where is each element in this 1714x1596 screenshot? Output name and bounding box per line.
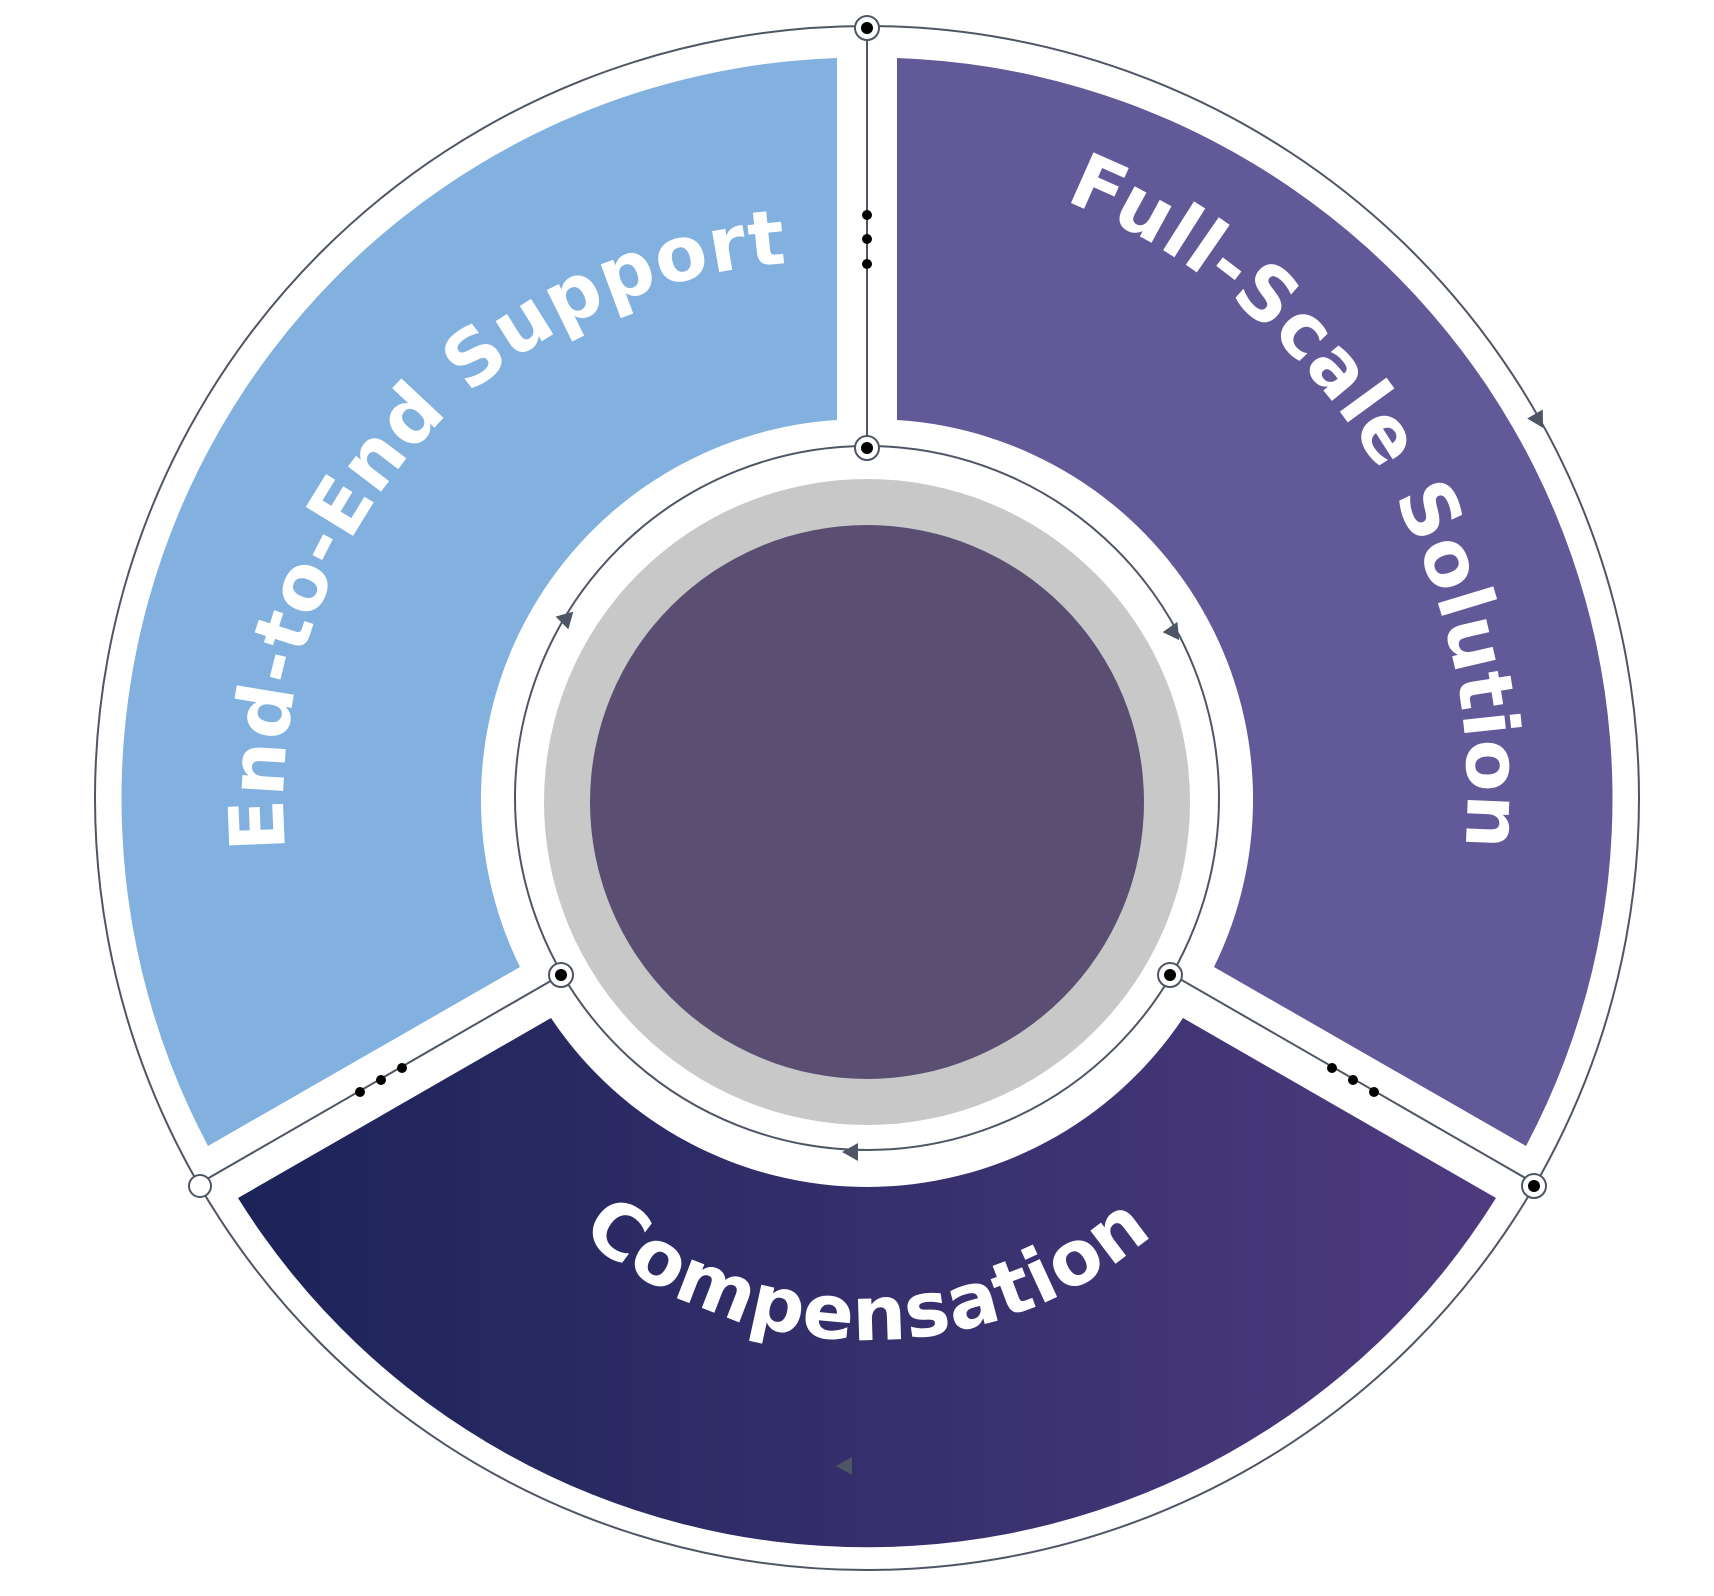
node-marker-inner-right <box>1157 962 1183 988</box>
arrow-icon <box>555 611 574 630</box>
center-hub <box>590 525 1144 1079</box>
dot-cluster-left <box>355 1063 407 1097</box>
node-marker-outer-left <box>188 1174 212 1198</box>
arrow-icon <box>836 1457 852 1475</box>
segment-compensation <box>238 1018 1496 1548</box>
arrow-icon <box>1527 409 1543 428</box>
arrow-icon <box>842 1143 858 1161</box>
dot-cluster-top <box>862 210 872 269</box>
dot-cluster-right <box>1327 1063 1379 1097</box>
node-marker-inner-left <box>548 962 574 988</box>
arrow-icon <box>1162 621 1180 641</box>
node-marker-inner-top <box>854 435 880 461</box>
segment-full-scale-solution <box>897 58 1613 1146</box>
segment-end-to-end-support <box>121 58 837 1146</box>
node-marker-top <box>854 15 880 41</box>
node-marker-outer-right <box>1521 1173 1547 1199</box>
